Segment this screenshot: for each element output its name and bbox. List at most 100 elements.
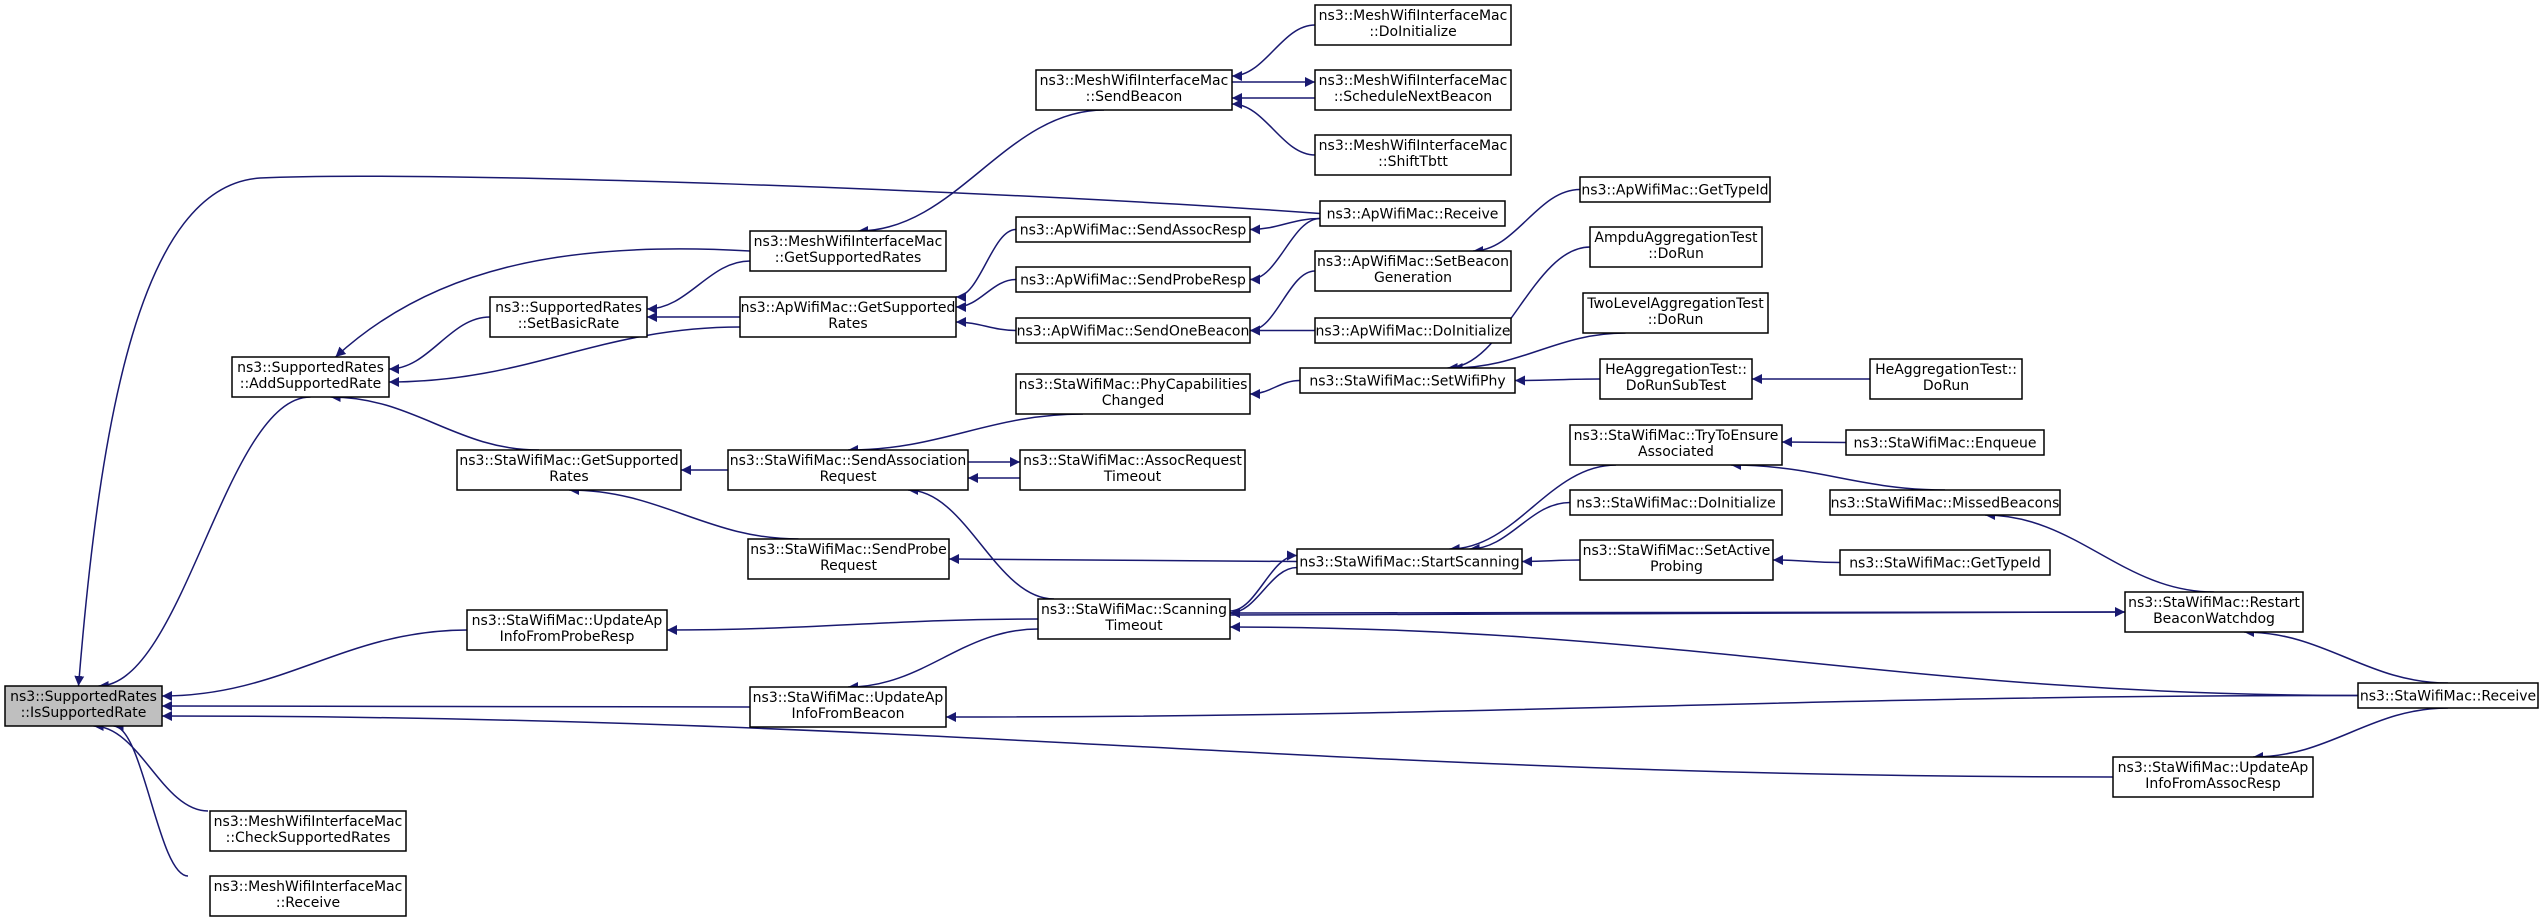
node-label-line: ::IsSupportedRate <box>21 705 147 721</box>
node-label-line: ::SetBasicRate <box>518 316 620 332</box>
edge-ap_get_supported_rates-to-add_supported_rate <box>388 326 741 387</box>
edge-ap_receive-to-ap_send_assoc_resp <box>1249 217 1321 235</box>
node-label-line: Rates <box>828 316 867 332</box>
node-he-do-run-sub-test[interactable]: HeAggregationTest::DoRunSubTest <box>1599 358 1753 400</box>
node-box <box>1582 292 1769 334</box>
node-label-line: ns3::StaWifiMac::Scanning <box>1041 602 1227 618</box>
node-add-supported-rate[interactable]: ns3::SupportedRates::AddSupportedRate <box>231 356 390 398</box>
node-label-line: ns3::ApWifiMac::SendProbeResp <box>1020 273 1246 289</box>
node-label-line: InfoFromAssocResp <box>2145 776 2281 792</box>
node-label-line: ns3::StaWifiMac::TryToEnsure <box>1574 428 1779 444</box>
edge-sta_do_initialize-to-sta_start_scanning <box>1469 501 1571 554</box>
node-set-basic-rate[interactable]: ns3::SupportedRates::SetBasicRate <box>489 296 648 338</box>
node-he-do-run[interactable]: HeAggregationTest::DoRun <box>1869 358 2023 400</box>
node-label-line: BeaconWatchdog <box>2153 611 2275 627</box>
node-two-level-do-run[interactable]: TwoLevelAggregationTest::DoRun <box>1582 292 1769 334</box>
node-mesh-send-beacon[interactable]: ns3::MeshWifiInterfaceMac::SendBeacon <box>1035 69 1233 111</box>
node-box <box>749 686 947 728</box>
node-box <box>1299 367 1516 394</box>
node-label-line: ns3::ApWifiMac::SendOneBeacon <box>1017 324 1250 340</box>
node-ap-receive[interactable]: ns3::ApWifiMac::Receive <box>1319 200 1506 227</box>
node-label-line: ::SendBeacon <box>1086 89 1183 105</box>
node-box <box>739 296 957 338</box>
node-sta-get-type-id[interactable]: ns3::StaWifiMac::GetTypeId <box>1839 549 2051 576</box>
node-mesh-get-supported-rates[interactable]: ns3::MeshWifiInterfaceMac::GetSupportedR… <box>749 230 947 272</box>
node-ap-get-supported-rates[interactable]: ns3::ApWifiMac::GetSupportedRates <box>739 296 957 338</box>
edge-ap_set_beacon_generation-to-ap_send_one_beacon <box>1249 270 1316 336</box>
edge-sta_update_ap_info_assoc-to-root <box>161 711 2114 778</box>
node-label-line: ns3::MeshWifiInterfaceMac <box>1319 73 1508 89</box>
node-box <box>1319 200 1506 227</box>
node-box <box>1314 4 1512 46</box>
edge-mesh_check_supported_rates-to-root <box>93 721 209 812</box>
node-box <box>1314 250 1512 292</box>
edge-mesh_shift_tbtt-to-mesh_send_beacon <box>1231 99 1316 156</box>
node-mesh-do-initialize[interactable]: ns3::MeshWifiInterfaceMac::DoInitialize <box>1314 4 1512 46</box>
node-sta-get-supported-rates[interactable]: ns3::StaWifiMac::GetSupportedRates <box>456 449 682 491</box>
node-sta-missed-beacons[interactable]: ns3::StaWifiMac::MissedBeacons <box>1829 489 2061 516</box>
node-box <box>1019 449 1246 491</box>
node-box <box>747 538 950 580</box>
edge-ampdu_do_run-to-sta_set_wifi_phy <box>1447 246 1591 373</box>
node-sta-update-ap-info-assoc[interactable]: ns3::StaWifiMac::UpdateApInfoFromAssocRe… <box>2112 756 2314 798</box>
edge-mesh_receive-to-root <box>113 721 189 877</box>
node-box <box>231 356 390 398</box>
node-label-line: InfoFromProbeResp <box>500 629 635 645</box>
edge-ap_send_probe_resp-to-ap_get_supported_rates <box>955 278 1017 312</box>
node-ap-send-one-beacon[interactable]: ns3::ApWifiMac::SendOneBeacon <box>1015 317 1251 344</box>
node-label-line: ns3::MeshWifiInterfaceMac <box>214 814 403 830</box>
node-sta-update-ap-info-probe[interactable]: ns3::StaWifiMac::UpdateApInfoFromProbeRe… <box>466 609 668 651</box>
node-ap-get-type-id[interactable]: ns3::ApWifiMac::GetTypeId <box>1579 176 1771 203</box>
node-sta-do-initialize[interactable]: ns3::StaWifiMac::DoInitialize <box>1569 489 1783 516</box>
node-ap-do-initialize[interactable]: ns3::ApWifiMac::DoInitialize <box>1314 317 1512 344</box>
node-mesh-check-supported-rates[interactable]: ns3::MeshWifiInterfaceMac::CheckSupporte… <box>209 810 407 852</box>
node-sta-set-wifi-phy[interactable]: ns3::StaWifiMac::SetWifiPhy <box>1299 367 1516 394</box>
edge-sta_update_ap_info_probe-to-root <box>161 629 468 701</box>
edge-sta_update_ap_info_beacon-to-root <box>161 701 751 712</box>
node-label-line: ns3::StaWifiMac::SendProbe <box>750 542 946 558</box>
node-label-line: ns3::StaWifiMac::Enqueue <box>1853 436 2036 452</box>
node-ampdu-do-run[interactable]: AmpduAggregationTest::DoRun <box>1589 226 1763 268</box>
edge-mesh_do_initialize-to-mesh_send_beacon <box>1231 24 1316 81</box>
node-label-line: Request <box>820 469 877 485</box>
node-box <box>749 230 947 272</box>
node-label-line: ns3::StaWifiMac::SetActive <box>1583 543 1771 559</box>
edge-sta_set_active_probing-to-sta_start_scanning <box>1521 556 1581 567</box>
node-sta-receive[interactable]: ns3::StaWifiMac::Receive <box>2357 682 2539 709</box>
node-label-line: ::ScheduleNextBeacon <box>1334 89 1492 105</box>
node-box <box>1599 358 1753 400</box>
edge-ap_send_one_beacon-to-ap_get_supported_rates <box>955 317 1017 332</box>
node-box <box>1569 424 1783 466</box>
node-label-line: ::DoInitialize <box>1369 24 1456 40</box>
node-ap-send-probe-resp[interactable]: ns3::ApWifiMac::SendProbeResp <box>1015 266 1251 293</box>
node-label-line: DoRunSubTest <box>1626 378 1727 394</box>
node-sta-enqueue[interactable]: ns3::StaWifiMac::Enqueue <box>1845 429 2045 456</box>
node-box <box>1569 489 1783 516</box>
node-box <box>2357 682 2539 709</box>
node-label-line: HeAggregationTest:: <box>1875 362 2017 378</box>
node-label-line: ns3::ApWifiMac::SetBeacon <box>1317 254 1509 270</box>
node-mesh-shift-tbtt[interactable]: ns3::MeshWifiInterfaceMac::ShiftTbtt <box>1314 134 1512 176</box>
node-ap-send-assoc-resp[interactable]: ns3::ApWifiMac::SendAssocResp <box>1015 216 1251 243</box>
node-box <box>1015 317 1251 344</box>
node-mesh-schedule-next-beacon[interactable]: ns3::MeshWifiInterfaceMac::ScheduleNextB… <box>1314 69 1512 111</box>
node-label-line: ns3::StaWifiMac::UpdateAp <box>2118 760 2309 776</box>
edge-sta_scanning_timeout-to-sta_update_ap_info_beacon <box>847 628 1039 692</box>
edge-sta_scanning_timeout-to-sta_update_ap_info_probe <box>666 618 1039 635</box>
node-box <box>1296 548 1523 575</box>
node-sta-start-scanning[interactable]: ns3::StaWifiMac::StartScanning <box>1296 548 1523 575</box>
node-mesh-receive[interactable]: ns3::MeshWifiInterfaceMac::Receive <box>209 875 407 917</box>
edge-sta_missed_beacons-to-sta_try_to_ensure <box>1730 460 1946 491</box>
node-box <box>1579 539 1774 581</box>
edge-ap_get_type_id-to-ap_set_beacon_generation <box>1472 188 1581 256</box>
